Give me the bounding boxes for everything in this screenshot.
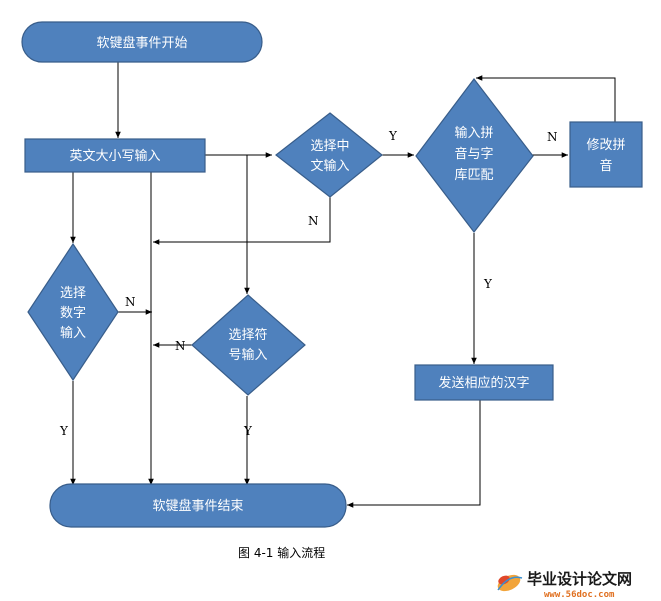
start-node-label: 软键盘事件开始 [96,35,187,51]
watermark: 毕业设计论文网 www.56doc.com [497,570,632,600]
label-symbol-yes: Y [243,424,253,438]
choose-symbol-node: 选择符 号输入 [191,294,306,396]
choose-cn-line-1: 选择中 [310,139,349,154]
label-match-yes: Y [483,277,493,291]
watermark-url: www.56doc.com [544,590,615,600]
choose-symbol-line-2: 号输入 [228,347,267,363]
choose-cn-node: 选择中 文输入 [275,112,383,198]
label-digit-yes: Y [59,424,69,438]
choose-digit-line-2: 数字 [60,306,86,321]
choose-symbol-line-1: 选择符 [228,327,267,343]
label-digit-no: N [125,295,136,309]
modify-pinyin-line-1: 修改拼 [586,138,625,153]
send-char-node: 发送相应的汉字 [414,364,554,401]
label-symbol-no: N [175,339,186,353]
edge-choose-cn-no [153,195,331,245]
start-node: 软键盘事件开始 [21,21,263,63]
modify-pinyin-node: 修改拼 音 [569,121,643,188]
send-char-label: 发送相应的汉字 [438,375,529,391]
watermark-text: 毕业设计论文网 [527,570,632,588]
choose-digit-line-3: 输入 [60,325,86,341]
case-input-node: 英文大小写输入 [24,138,206,173]
edge-modify-loop [476,75,616,122]
end-node: 软键盘事件结束 [49,483,347,528]
pinyin-match-line-2: 音与字 [454,146,493,162]
edge-send-to-end [347,400,481,508]
watermark-logo-icon [497,574,523,592]
choose-digit-line-1: 选择 [60,286,86,301]
edge-labels: Y N N Y N Y N Y [59,129,558,438]
pinyin-match-node: 输入拼 音与字 库匹配 [415,78,534,233]
label-cn-no: N [308,214,319,228]
end-node-label: 软键盘事件结束 [152,498,243,514]
pinyin-match-line-1: 输入拼 [454,125,493,141]
choose-digit-node: 选择 数字 输入 [27,242,119,382]
modify-pinyin-line-2: 音 [599,158,612,174]
edges [70,62,616,508]
label-cn-yes: Y [388,129,398,143]
label-match-no: N [547,130,558,144]
pinyin-match-line-3: 库匹配 [454,167,493,183]
case-input-label: 英文大小写输入 [69,148,160,164]
figure-caption: 图 4-1 输入流程 [238,545,325,560]
choose-cn-line-2: 文输入 [310,158,349,174]
nodes: 软键盘事件开始 英文大小写输入 选择中 文输入 输入拼 音与字 库匹配 修改拼 … [21,21,643,528]
